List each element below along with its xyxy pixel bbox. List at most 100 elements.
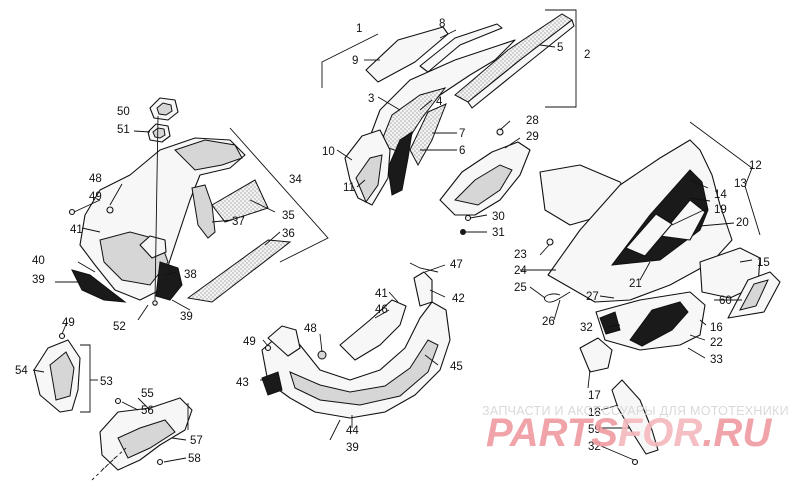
callout-43: 43 [236,377,249,389]
callout-23: 23 [514,249,527,261]
callout-39-left: 39 [32,274,45,286]
callout-37: 37 [232,216,245,228]
callout-55: 55 [141,388,154,400]
front-left-group: 34 35 36 37 38 39 39 40 41 48 49 50 51 5… [32,97,329,333]
callout-41-left: 41 [70,224,83,236]
callout-47: 47 [450,259,463,271]
callout-10: 10 [322,146,335,158]
part-49-fastener-lower [58,332,66,340]
callout-58: 58 [188,453,201,465]
callout-31: 31 [492,227,505,239]
watermark: ЗАПЧАСТИ И АКСЕССУАРЫ ДЛЯ МОТОТЕХНИКИ PA… [482,404,789,455]
callout-27: 27 [586,291,599,303]
part-30-fastener [464,214,472,222]
callout-48-lower: 48 [304,323,317,335]
callout-52: 52 [113,321,126,333]
part-7-insert [409,103,447,167]
callout-5: 5 [557,42,563,54]
callout-33: 33 [710,354,723,366]
callout-8: 8 [439,18,445,30]
watermark-caption: ЗАПЧАСТИ И АКСЕССУАРЫ ДЛЯ МОТОТЕХНИКИ [482,404,789,418]
part-17-plate [579,337,613,373]
callout-30: 30 [492,211,505,223]
callout-25: 25 [514,282,527,294]
callout-13: 13 [734,178,747,190]
callout-39-mid: 39 [180,311,193,323]
callout-32-upper: 32 [580,322,593,334]
callout-24: 24 [514,265,527,277]
part-19-insert [625,213,673,257]
callout-2: 2 [584,49,590,61]
callout-49-mid: 49 [243,336,256,348]
part-38-panel [155,261,183,301]
callout-39-lower: 39 [346,442,359,454]
callout-50: 50 [117,106,130,118]
callout-42: 42 [452,293,465,305]
callout-16: 16 [710,322,723,334]
part-56-fastener [114,397,122,405]
part-40-side [71,269,127,303]
part-58-fastener [156,458,164,466]
callout-46: 46 [375,304,388,316]
part-18-strip [611,379,659,455]
callout-51: 51 [117,124,130,136]
callout-21: 21 [629,278,642,290]
part-46-guard [339,299,407,361]
part-47-clip [413,271,433,307]
side-panel-group: 49 53 54 55 56 57 58 [15,317,203,481]
part-6-bracket [387,130,413,196]
callout-9: 9 [352,55,358,67]
callout-44: 44 [346,425,359,437]
part-49-fastener [68,208,76,216]
callout-29: 29 [526,131,539,143]
part-5-frame [467,19,575,109]
callout-3: 3 [368,93,374,105]
callout-57: 57 [190,435,203,447]
callout-38: 38 [184,269,197,281]
watermark-logo: PARTSFOR.RU [486,411,772,455]
callout-59: 59 [588,424,601,436]
callout-56: 56 [141,405,154,417]
part-41-bracket [267,325,301,357]
callout-34: 34 [289,174,302,186]
callout-20: 20 [736,217,749,229]
side-panel-right-group: 12 13 14 15 16 17 18 19 20 21 22 23 24 2… [439,115,781,466]
part-28-fastener [496,128,504,136]
callout-49-lower: 49 [62,317,75,329]
callout-26: 26 [542,316,555,328]
callout-41-lower: 41 [375,288,388,300]
watermark-logo-part3: .RU [702,411,772,455]
callout-35: 35 [282,210,295,222]
callout-45: 45 [450,361,463,373]
callout-14: 14 [714,189,727,201]
callout-18: 18 [588,407,601,419]
callout-53: 53 [100,376,113,388]
callout-1: 1 [356,23,362,35]
part-36-sheet [186,239,292,303]
callout-11: 11 [343,182,355,194]
windshield-group: 1 2 3 4 5 6 7 8 9 10 11 [321,9,590,206]
callout-12: 12 [749,160,762,172]
part-31-fastener [460,229,466,235]
callout-22: 22 [710,337,723,349]
part-23-fastener [546,238,554,246]
watermark-logo-part1: PARTS [486,411,618,455]
callout-19: 19 [714,204,727,216]
part-48-fastener [106,206,114,214]
part-48-grommet [317,350,327,360]
callout-49-left: 49 [89,191,102,203]
callout-4: 4 [436,96,443,108]
part-11-fairing-edge [355,154,383,204]
callout-48-left: 48 [89,173,102,185]
callout-60: 60 [719,295,732,307]
belly-pan-group: 39 41 42 43 44 45 46 47 48 49 [236,259,465,454]
callout-15: 15 [757,257,770,269]
callout-7: 7 [459,128,465,140]
callout-32-lower: 32 [588,441,601,453]
part-35-sheet [211,179,269,223]
callout-40: 40 [32,255,45,267]
callout-28: 28 [526,115,539,127]
callout-54: 54 [15,365,28,377]
callout-6: 6 [459,145,465,157]
